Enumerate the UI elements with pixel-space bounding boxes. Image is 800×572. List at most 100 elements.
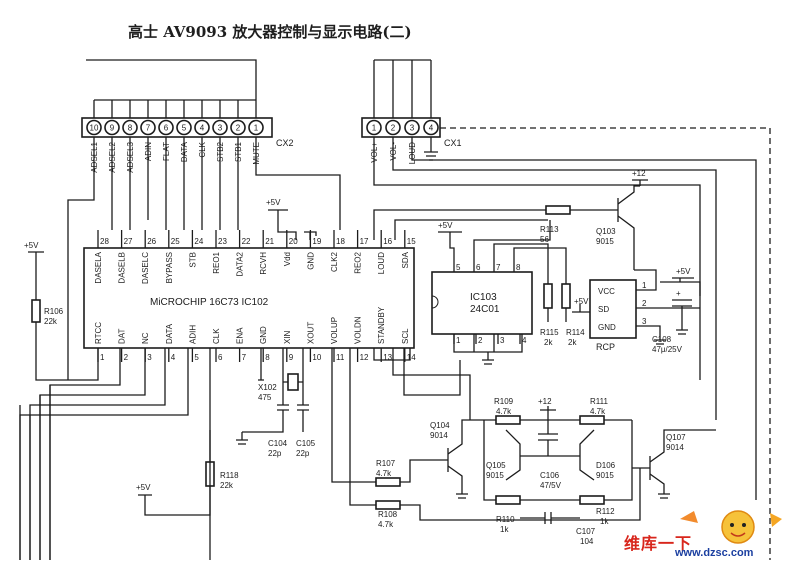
vdd-supply: +5V xyxy=(266,198,317,240)
ic102-top-pin-name: GND xyxy=(306,252,315,270)
c108-plus: + xyxy=(676,289,681,298)
cx2-pin-number: 8 xyxy=(128,124,133,133)
mascot-eye-icon xyxy=(742,523,746,527)
x102-body xyxy=(287,373,299,391)
ic102-top-pin-number: 18 xyxy=(336,237,345,246)
mascot-eye-icon xyxy=(730,523,734,527)
ic102-part-label: MiCROCHIP 16C73 IC102 xyxy=(150,297,269,308)
r115-value: 2k xyxy=(544,338,553,347)
diagram-title: 高士 AV9093 放大器控制与显示电路(二) xyxy=(128,23,412,41)
ic102-top-pin-number: 28 xyxy=(100,237,109,246)
ic102-top-pin-name: SDA xyxy=(401,251,410,268)
ic103-bottom-pin-number: 4 xyxy=(522,336,527,345)
cx2-pin-circle xyxy=(248,119,264,136)
r109-label: R109 xyxy=(494,397,514,406)
mascot-head-icon xyxy=(721,510,755,544)
ic102-bottom-pin-name: ENA xyxy=(236,327,245,344)
ic103-top-pin-number: 7 xyxy=(496,263,501,272)
cx2-pin-number: 4 xyxy=(200,124,205,133)
ic102-top-pin-name: DASELB xyxy=(118,252,127,284)
r111-value: 4.7k xyxy=(590,407,606,416)
cx2-pin-circle xyxy=(122,119,138,136)
ic102-top-pin-name: DATA2 xyxy=(236,251,245,276)
q103-supply-label: +12 xyxy=(632,169,646,178)
cx1-pin-circle xyxy=(423,119,439,136)
c104-label: C104 xyxy=(268,439,288,448)
q107-value: 9014 xyxy=(666,443,684,452)
r112-label: R112 xyxy=(596,507,615,516)
c104-value: 22p xyxy=(268,449,282,458)
q105-label: Q105 xyxy=(486,461,506,470)
ic102-bottom-pin-number: 11 xyxy=(336,353,345,362)
watermark-logo xyxy=(680,510,782,544)
ic102-bottom-pin-number: 14 xyxy=(407,353,416,362)
r107-value: 4.7k xyxy=(376,469,392,478)
cx2-pin-circle xyxy=(158,119,174,136)
q104-transistor: Q104 9014 xyxy=(430,419,484,499)
r109-body xyxy=(495,415,521,425)
crystal-x102: X102 475 C104 22p C105 22p xyxy=(236,348,316,458)
ic102-bottom-pin-name: RTCC xyxy=(94,322,103,344)
ic102-top-pin-number: 17 xyxy=(360,237,369,246)
ic103-supply-label: +5V xyxy=(438,221,453,230)
c107-value: 104 xyxy=(580,537,594,546)
r114-supply-label: +5V xyxy=(574,297,589,306)
r106-branch: +5V R106 22k xyxy=(24,241,99,381)
r108-value: 4.7k xyxy=(378,520,394,529)
ic102-bottom-pin-name: VOLDN xyxy=(354,316,363,344)
ic102-top-pin-name: REO1 xyxy=(212,251,221,273)
ic102-top-pin-name: DASELA xyxy=(94,251,103,283)
cx2-pin-circle xyxy=(86,119,102,136)
r106-body xyxy=(31,299,41,323)
c108-label: C108 xyxy=(652,335,672,344)
ic102-bottom-pin-number: 6 xyxy=(218,353,223,362)
x102-value: 475 xyxy=(258,393,272,402)
rcp-pin-name: VCC xyxy=(598,287,615,296)
ic102-top-pin-name: STB xyxy=(188,252,197,268)
ic102-bottom-pin-name: VOLUP xyxy=(330,317,339,344)
cx2-pin-circle xyxy=(176,119,192,136)
r118-label: R118 xyxy=(220,471,239,480)
q104-label: Q104 xyxy=(430,421,450,430)
ic103-bottom-pin-number: 3 xyxy=(500,336,505,345)
rcp-pin-number: 3 xyxy=(642,317,647,326)
q103-value: 9015 xyxy=(596,237,614,246)
x102-label: X102 xyxy=(258,383,277,392)
cx1-pin-number: 3 xyxy=(410,124,415,133)
ic102-top-pin-number: 26 xyxy=(147,237,156,246)
d106-label: D106 xyxy=(596,461,616,470)
q104-value: 9014 xyxy=(430,431,448,440)
cx2-pin-number: 2 xyxy=(236,124,241,133)
ic102-bottom-pin-number: 13 xyxy=(383,353,392,362)
cx2-pin-circle xyxy=(194,119,210,136)
r108-label: R108 xyxy=(378,510,398,519)
c106-value: 47/5V xyxy=(540,481,562,490)
q107-label: Q107 xyxy=(666,433,686,442)
ic102-bottom-pin-name: ADIH xyxy=(188,325,197,344)
c105-value: 22p xyxy=(296,449,310,458)
r118-value: 22k xyxy=(220,481,234,490)
ic102-bottom-pin-name: CLK xyxy=(212,328,221,344)
ic102-top-pin-number: 21 xyxy=(265,237,274,246)
r110-value: 1k xyxy=(500,525,509,534)
watermark-domain: www.dzsc.com xyxy=(675,547,754,559)
ic103-top-pin-number: 8 xyxy=(516,263,521,272)
ic102-top-pin-name: LOUD xyxy=(377,252,386,274)
cx2-pin-number: 10 xyxy=(90,124,99,133)
ic102-bottom-pin-number: 9 xyxy=(289,353,294,362)
cx2-pin-number: 7 xyxy=(146,124,151,133)
r114-label: R114 xyxy=(566,328,585,337)
ic102-top-pin-number: 24 xyxy=(194,237,203,246)
ic103-bottom-pin-number: 1 xyxy=(456,336,461,345)
c107-label: C107 xyxy=(576,527,596,536)
r112-body xyxy=(579,495,605,505)
ic103-body xyxy=(431,271,533,335)
r115-body xyxy=(543,283,553,309)
ic102-bottom-pin-name: STANDBY xyxy=(377,306,386,344)
ic103-label: IC103 xyxy=(470,292,497,303)
ic102-bottom-pin-number: 7 xyxy=(242,353,247,362)
vdd-supply-label: +5V xyxy=(266,198,281,207)
ic103-bottom-pin-number: 2 xyxy=(478,336,483,345)
